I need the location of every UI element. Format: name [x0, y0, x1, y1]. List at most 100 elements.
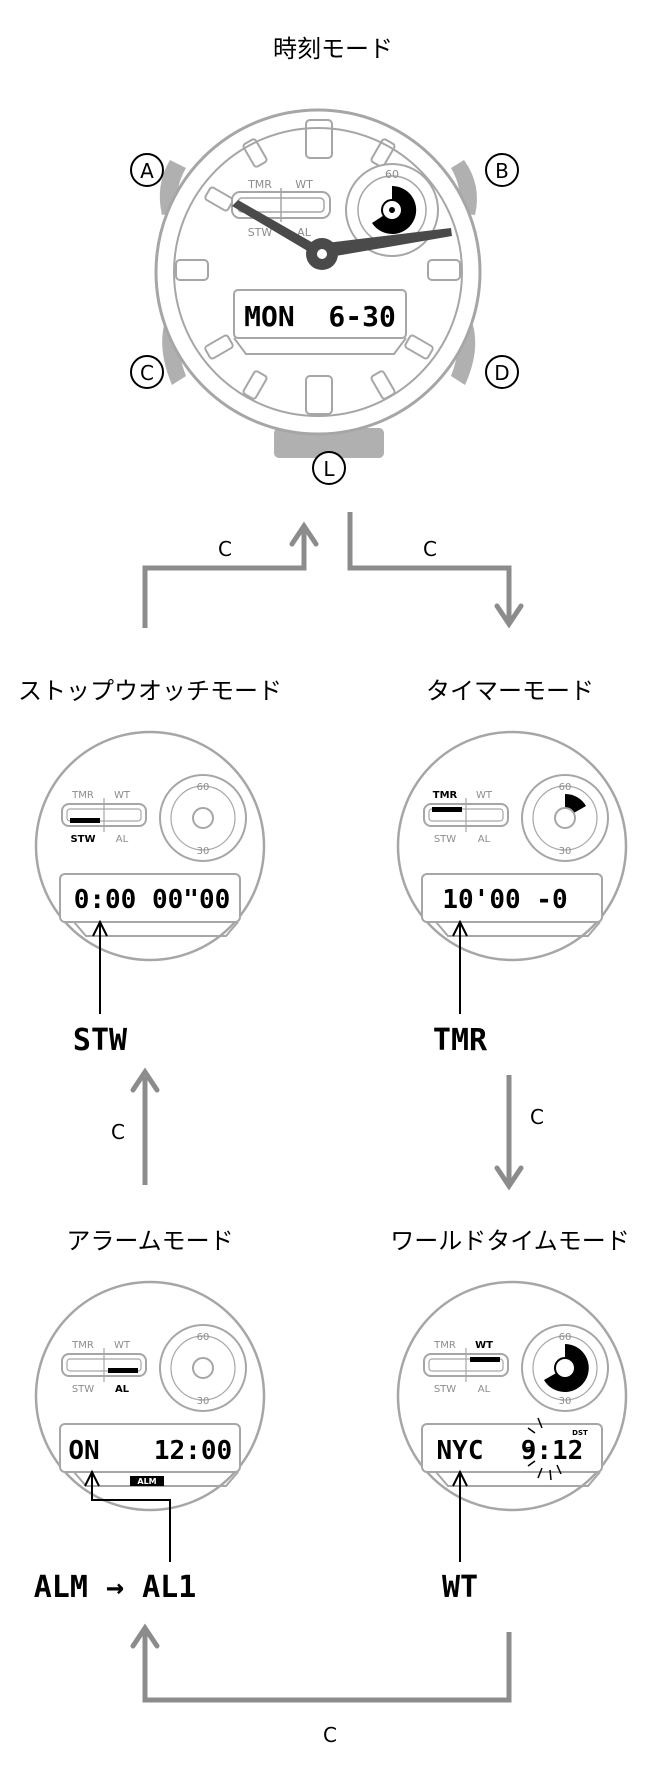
- timekeeping-mode-title: 時刻モード: [273, 35, 393, 63]
- flow-label-c-2: C: [423, 537, 437, 561]
- hour-marker-4: [404, 334, 434, 360]
- stopwatch-watch: TMR WT STW AL 60 30 0:00 00"00: [34, 730, 266, 962]
- hour-marker-7: [242, 370, 268, 400]
- wt-lcd-city: NYC: [437, 1436, 484, 1466]
- sw-dial-60: 60: [197, 782, 210, 793]
- wt-callout-arrowhead: [452, 1469, 468, 1487]
- tm-wt-label: WT: [476, 790, 493, 801]
- sw-lcd-text: 0:00 00"00: [74, 885, 231, 915]
- sw-subdial-center: [192, 807, 214, 829]
- al-badge-box: [130, 1476, 164, 1486]
- hour-marker-5: [370, 370, 396, 400]
- sw-tmr-label: TMR: [71, 790, 94, 801]
- timer-watch: TMR WT STW AL 60 30 10'00 -0: [396, 730, 628, 962]
- wt-lcd-time: 9:12: [521, 1436, 584, 1466]
- al-subdial-inner: [170, 1335, 236, 1401]
- flow-arrow-alarm-to-stopwatch: [130, 1067, 160, 1185]
- flow-label-c-4: C: [530, 1105, 544, 1129]
- tm-al-label: AL: [478, 834, 491, 845]
- flow-label-c-1: C: [218, 537, 232, 561]
- tm-callout-text: TMR: [433, 1023, 488, 1058]
- button-a-label: A: [140, 159, 154, 183]
- al-lcd-time: 12:00: [154, 1436, 232, 1466]
- minute-hand: [318, 228, 452, 258]
- wt-lcd-lower-frame: [435, 1471, 601, 1487]
- sw-callout-arrowhead: [92, 919, 108, 937]
- button-a-shape: [159, 160, 186, 215]
- tm-lcd: [421, 873, 603, 923]
- tm-callout-arrowhead: [452, 919, 468, 937]
- flow-label-c-5: C: [323, 1723, 337, 1747]
- al-al-label: AL: [115, 1384, 130, 1395]
- wt-dst-label: DST: [572, 1429, 588, 1437]
- button-b-circle: [485, 153, 519, 187]
- tm-tmr-label: TMR: [433, 790, 458, 801]
- flow-arrow-stopwatch-to-time: [142, 521, 319, 628]
- button-b-label: B: [495, 159, 509, 183]
- tm-indicator-mark: [432, 807, 462, 812]
- alarm-mode-title: アラームモード: [66, 1227, 233, 1255]
- button-c-circle: [130, 355, 164, 389]
- worldtime-watch: TMR WT STW AL 60 30 NYC 9:12 DST: [396, 1280, 628, 1512]
- al-subdial-center: [192, 1357, 214, 1379]
- wt-flash-icon: [525, 1417, 562, 1481]
- indicator-tmr-label: TMR: [247, 178, 272, 191]
- wt-dial-60: 60: [559, 1332, 572, 1343]
- button-c-shape: [162, 325, 186, 385]
- hour-marker-6: [305, 375, 333, 415]
- wt-al-label: AL: [478, 1384, 491, 1395]
- indicator-al-label: AL: [297, 226, 312, 239]
- al-tmr-label: TMR: [71, 1340, 94, 1351]
- flow-label-c-3: C: [111, 1120, 125, 1144]
- al-badge-text: ALM: [137, 1477, 156, 1486]
- hour-marker-1: [370, 138, 396, 168]
- timer-mode-title: タイマーモード: [426, 677, 594, 705]
- al-dial-30: 30: [197, 1396, 210, 1407]
- al-stw-label: STW: [72, 1384, 94, 1395]
- tm-dial-60: 60: [559, 782, 572, 793]
- wt-dial-30: 30: [559, 1396, 572, 1407]
- button-d-shape: [451, 325, 476, 385]
- sw-al-label: AL: [116, 834, 129, 845]
- tm-subdial-inner: [532, 785, 598, 851]
- button-d-label: D: [494, 361, 509, 385]
- tm-lcd-text: 10'00 -0: [442, 885, 567, 915]
- main-lcd-lower-frame: [233, 337, 407, 355]
- subdial-60-label: 60: [385, 168, 399, 181]
- button-d-circle: [485, 355, 519, 389]
- hour-hand: [232, 200, 322, 256]
- wt-lcd: [421, 1423, 603, 1473]
- hour-marker-12: [305, 119, 333, 159]
- flow-arrow-time-to-timer: [347, 512, 524, 629]
- subdial-hub: [389, 207, 395, 213]
- wt-callout-text: WT: [442, 1570, 478, 1605]
- button-l-shape: [274, 428, 384, 458]
- hour-marker-3: [427, 259, 461, 281]
- wt-subdial-inner: [532, 1335, 598, 1401]
- sw-callout-text: STW: [73, 1023, 128, 1058]
- button-l-label: L: [323, 457, 335, 481]
- sw-dial-30: 30: [197, 846, 210, 857]
- sw-subdial-inner: [170, 785, 236, 851]
- sw-indicator-mark: [70, 818, 100, 823]
- al-indicator-mark: [108, 1368, 138, 1373]
- al-callout-line: [91, 1474, 171, 1562]
- main-lcd-text: MON 6-30: [244, 300, 396, 333]
- wt-wt-label: WT: [475, 1340, 493, 1351]
- hour-marker-8: [204, 334, 234, 360]
- flow-arrow-worldtime-to-alarm: [130, 1623, 512, 1703]
- tm-stw-label: STW: [434, 834, 456, 845]
- al-dial-60: 60: [197, 1332, 210, 1343]
- worldtime-mode-title: ワールドタイムモード: [390, 1227, 630, 1255]
- button-c-label: C: [140, 361, 154, 385]
- al-lcd: [59, 1423, 241, 1473]
- wt-indicator-mark: [470, 1357, 500, 1362]
- flow-arrow-timer-to-worldtime: [494, 1075, 524, 1191]
- hour-marker-10: [204, 186, 234, 212]
- sw-wt-label: WT: [114, 790, 131, 801]
- stopwatch-mode-title: ストップウオッチモード: [18, 677, 282, 705]
- wt-stw-label: STW: [434, 1384, 456, 1395]
- indicator-wt-label: WT: [295, 178, 313, 191]
- al-callout-arrowhead: [84, 1469, 100, 1487]
- sw-stw-label: STW: [70, 834, 95, 845]
